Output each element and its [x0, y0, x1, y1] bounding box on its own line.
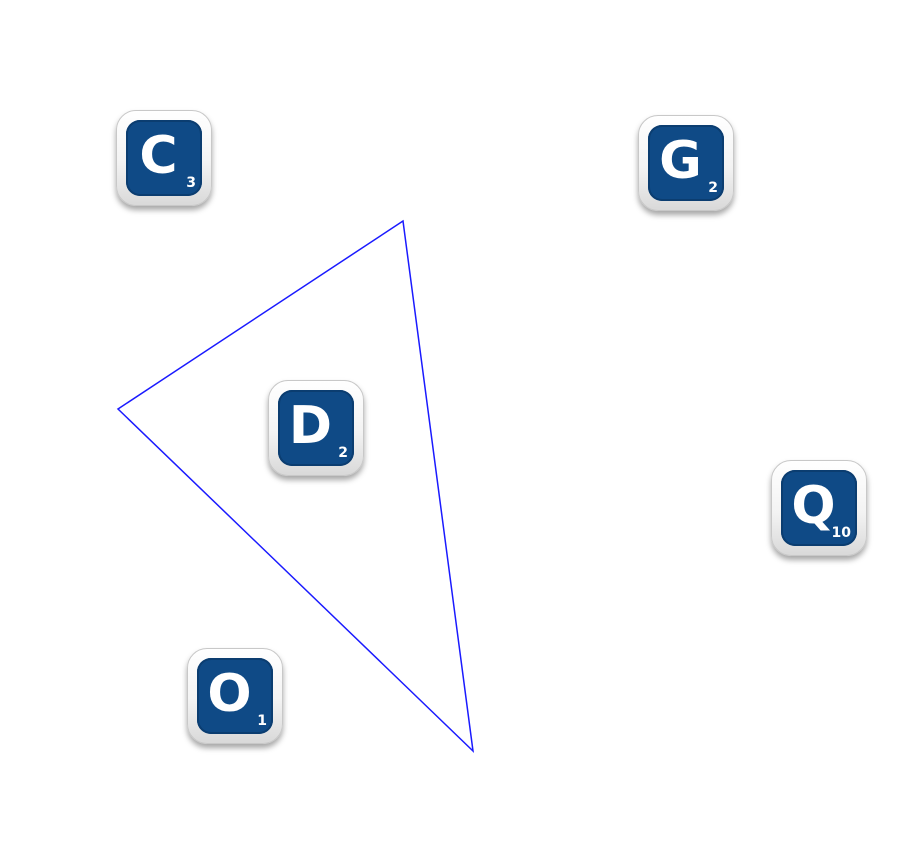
tile-face: C 3 [126, 120, 202, 196]
letter-tile-o[interactable]: O 1 [187, 648, 283, 744]
tile-letter: D [288, 396, 332, 456]
tile-face: Q 10 [781, 470, 857, 546]
selection-triangle-outline [116, 219, 475, 754]
tile-face: O 1 [197, 658, 273, 734]
letter-tile-c[interactable]: C 3 [116, 110, 212, 206]
tile-face: D 2 [278, 390, 354, 466]
tile-point-value: 2 [338, 445, 348, 461]
tile-point-value: 3 [186, 175, 196, 191]
tile-letter: G [659, 131, 702, 191]
letter-tile-d[interactable]: D 2 [268, 380, 364, 476]
tile-letter: Q [791, 476, 835, 536]
tile-point-value: 1 [257, 713, 267, 729]
tile-point-value: 10 [831, 525, 851, 541]
tile-letter: C [139, 126, 177, 186]
tile-point-value: 2 [708, 180, 718, 196]
tile-face: G 2 [648, 125, 724, 201]
letter-tile-q[interactable]: Q 10 [771, 460, 867, 556]
letter-tile-g[interactable]: G 2 [638, 115, 734, 211]
tile-letter: O [207, 664, 251, 724]
